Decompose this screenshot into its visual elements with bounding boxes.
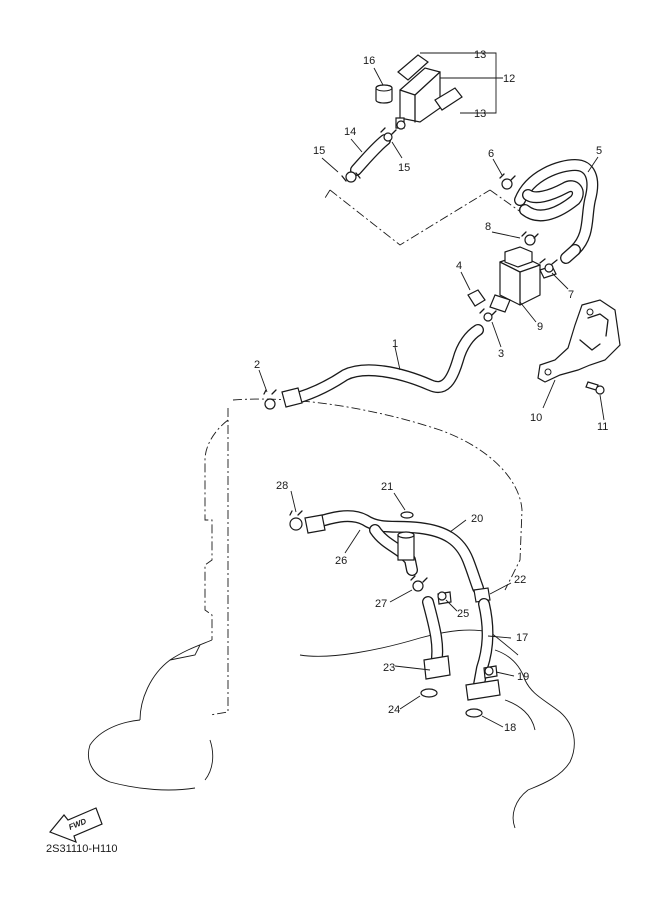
- sponge-13b: [434, 87, 463, 111]
- clamp-28: [289, 517, 303, 531]
- pipe-17: [465, 598, 501, 718]
- callout-14: 14: [344, 126, 356, 138]
- callout-27: 27: [375, 598, 387, 610]
- cap-16: [375, 84, 393, 104]
- callout-28: 28: [276, 480, 288, 492]
- callout-23: 23: [383, 662, 395, 674]
- callout-4: 4: [456, 260, 462, 272]
- leader-lines: [258, 52, 605, 728]
- callout-7: 7: [568, 289, 574, 301]
- hose-20: [289, 510, 491, 603]
- callout-2: 2: [254, 359, 260, 371]
- clamp-2: [264, 398, 276, 410]
- hose-1: [263, 324, 484, 410]
- clamp-8: [524, 234, 536, 246]
- callouts: 1 2 3 4 5 6 7 8 9 10 11 12 13 13 14 15 1…: [254, 49, 608, 734]
- clamp-15b: [383, 132, 393, 142]
- callout-15b: 15: [398, 162, 410, 174]
- callout-20: 20: [471, 513, 483, 525]
- pipe-23: [420, 591, 452, 698]
- air-filter-case-12: [375, 54, 463, 130]
- callout-15a: 15: [313, 145, 325, 157]
- gasket-24: [420, 688, 438, 698]
- callout-8: 8: [485, 221, 491, 233]
- engine-outline: [88, 189, 575, 829]
- hose-14: [341, 127, 397, 183]
- callout-12: 12: [503, 73, 515, 85]
- fwd-arrow-icon: FWD: [49, 807, 103, 844]
- callout-9: 9: [537, 321, 543, 333]
- callout-21: 21: [381, 481, 393, 493]
- callout-3: 3: [498, 348, 504, 360]
- clamp-3: [483, 312, 493, 322]
- callout-26: 26: [335, 555, 347, 567]
- callout-1: 1: [392, 338, 398, 350]
- callout-19: 19: [517, 671, 529, 683]
- callout-18: 18: [504, 722, 516, 734]
- clamp-27: [412, 580, 424, 592]
- callout-17: 17: [516, 632, 528, 644]
- hose-5: [499, 159, 599, 264]
- callout-25: 25: [457, 608, 469, 620]
- air-cut-valve-9: [467, 231, 558, 322]
- clamp-21: [400, 511, 414, 519]
- callout-5: 5: [596, 145, 602, 157]
- callout-13a: 13: [474, 49, 486, 61]
- sponge-13a: [397, 54, 429, 81]
- clamp-7: [544, 263, 554, 273]
- callout-6: 6: [488, 148, 494, 160]
- drawing-code: 2S31110-H110: [46, 843, 118, 855]
- callout-10: 10: [530, 412, 542, 424]
- clamp-4: [467, 289, 486, 307]
- clamp-15a: [345, 171, 357, 183]
- clamp-6: [501, 178, 513, 190]
- gasket-18: [465, 708, 483, 718]
- callout-22: 22: [514, 574, 526, 586]
- callout-16: 16: [363, 55, 375, 67]
- bracket-10: [537, 299, 621, 395]
- callout-24: 24: [388, 704, 400, 716]
- callout-11: 11: [597, 421, 608, 433]
- callout-13b: 13: [474, 108, 486, 120]
